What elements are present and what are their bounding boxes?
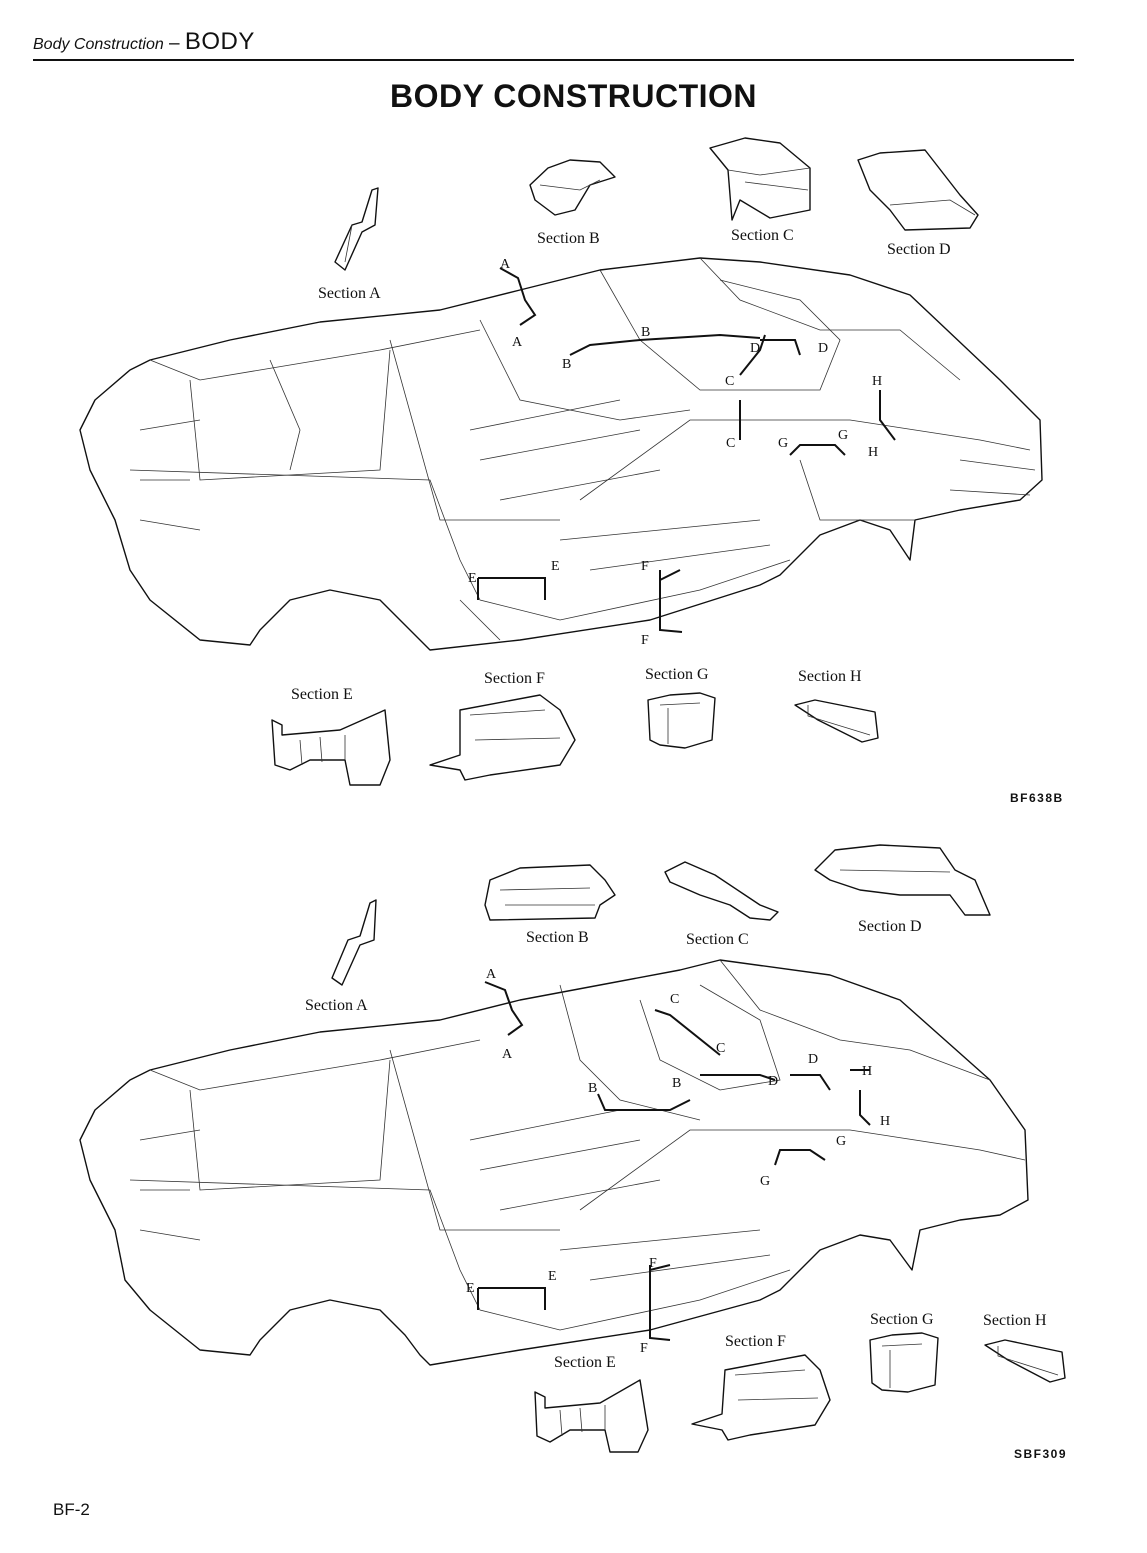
callout-letter: B	[588, 1081, 597, 1096]
callout-letter: E	[548, 1269, 557, 1284]
section-h-label: Section H	[798, 668, 862, 685]
section-f-label: Section F	[725, 1333, 786, 1350]
figure-1-car-body-diagram: A A B B C C D D E E F F G G H H	[79, 137, 1043, 786]
section-a-sketch	[334, 187, 379, 271]
section-g-sketch	[869, 1332, 939, 1393]
car-body-outline	[79, 959, 1029, 1366]
section-callout-arrows	[477, 981, 871, 1341]
section-callout-arrows	[477, 267, 896, 633]
section-b-sketch	[484, 864, 616, 921]
callout-letter: F	[641, 559, 649, 574]
section-h-label: Section H	[983, 1312, 1047, 1329]
callout-letter: F	[641, 633, 649, 648]
section-g-label: Section G	[645, 666, 709, 683]
header-section-title: Body Construction	[33, 36, 164, 53]
callout-letter: D	[818, 341, 828, 356]
section-d-sketch	[814, 844, 991, 916]
callout-letter: D	[808, 1052, 818, 1067]
callout-letter: E	[468, 571, 477, 586]
section-b-label: Section B	[537, 230, 600, 247]
running-header: Body Construction – BODY	[33, 28, 255, 56]
callout-letter: H	[862, 1064, 872, 1079]
section-e-label: Section E	[291, 686, 353, 703]
callout-letter: B	[672, 1076, 681, 1091]
section-a-sketch	[331, 899, 377, 986]
callout-letters: A A B B C C D D E E F F G G H H	[468, 257, 882, 648]
section-b-label: Section B	[526, 929, 589, 946]
header-chapter: BODY	[184, 28, 255, 55]
callout-letter: A	[500, 257, 511, 272]
figure-1-code: BF638B	[1010, 791, 1064, 805]
section-f-label: Section F	[484, 670, 545, 687]
callout-letter: G	[838, 428, 848, 443]
callout-letter: C	[726, 436, 735, 451]
section-f-sketch	[691, 1354, 831, 1441]
figure-2-code: SBF309	[1014, 1447, 1068, 1461]
callout-letter: A	[486, 967, 497, 982]
section-h-sketch	[794, 699, 879, 743]
callout-letter: C	[670, 992, 679, 1007]
section-d-sketch	[857, 149, 979, 231]
header-dash: –	[163, 33, 185, 54]
section-d-label: Section D	[858, 918, 922, 935]
callout-letter: D	[750, 341, 760, 356]
section-e-sketch	[271, 709, 391, 786]
callout-letter: G	[778, 436, 788, 451]
page-title: BODY CONSTRUCTION	[389, 78, 758, 114]
callout-letter: D	[768, 1074, 778, 1089]
section-a-label: Section A	[318, 285, 381, 302]
section-c-sketch	[709, 137, 811, 221]
section-e-label: Section E	[554, 1354, 616, 1371]
section-c-label: Section C	[686, 931, 749, 948]
callout-letter: G	[836, 1134, 846, 1149]
callout-letter: A	[512, 335, 523, 350]
callout-letter: H	[880, 1114, 890, 1129]
section-c-sketch	[664, 861, 779, 921]
callout-letter: H	[872, 374, 882, 389]
callout-letter: F	[649, 1256, 657, 1271]
section-d-label: Section D	[887, 241, 951, 258]
callout-letter: B	[562, 357, 571, 372]
callout-letters: A A B B C C D D E E F F G G H H	[466, 967, 890, 1356]
callout-letter: E	[551, 559, 560, 574]
page-number: BF-2	[53, 1500, 90, 1519]
section-b-sketch	[529, 159, 616, 216]
figure-2-car-body-diagram: A A B B C C D D E E F F G G H H	[79, 844, 1066, 1453]
section-g-label: Section G	[870, 1311, 934, 1328]
section-f-sketch	[429, 694, 576, 781]
callout-letter: E	[466, 1281, 475, 1296]
callout-letter: F	[640, 1341, 648, 1356]
callout-letter: H	[868, 445, 878, 460]
car-body-outline	[79, 257, 1043, 651]
callout-letter: C	[725, 374, 734, 389]
callout-letter: B	[641, 325, 650, 340]
callout-letter: A	[502, 1047, 513, 1062]
section-c-label: Section C	[731, 227, 794, 244]
callout-letter: G	[760, 1174, 770, 1189]
section-e-sketch	[534, 1379, 649, 1453]
header-rule	[33, 59, 1074, 61]
section-a-label: Section A	[305, 997, 368, 1014]
callout-letter: C	[716, 1041, 725, 1056]
section-g-sketch	[647, 692, 716, 749]
section-h-sketch	[984, 1339, 1066, 1383]
